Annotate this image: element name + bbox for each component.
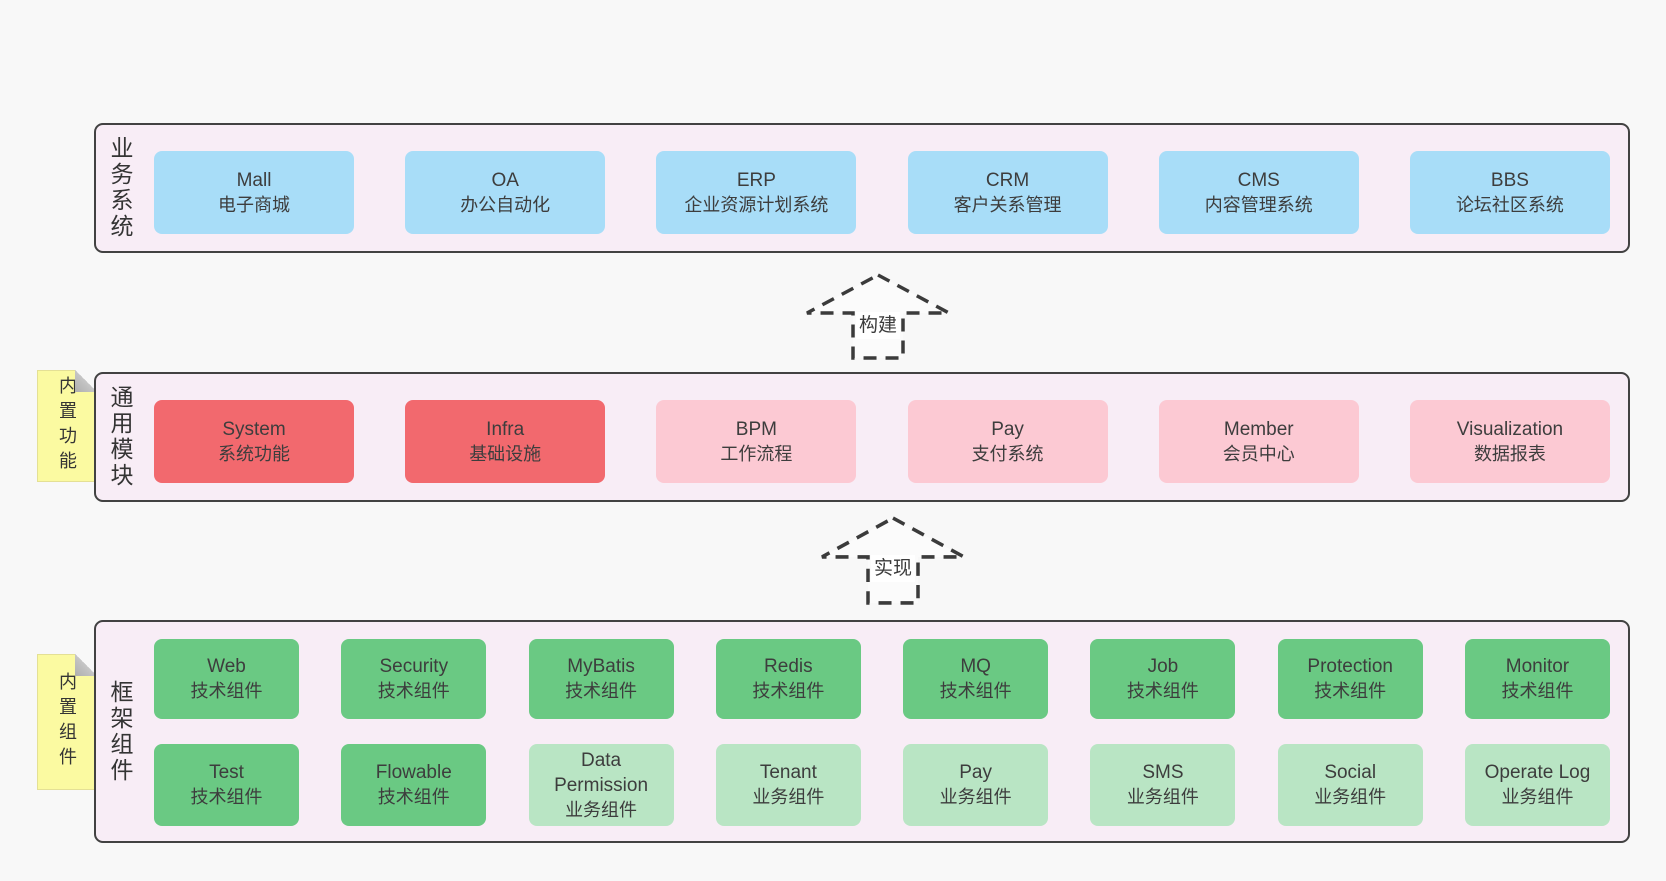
box-mall: Mall 电子商城	[154, 151, 354, 234]
box-subtitle: 技术组件	[565, 681, 638, 701]
box-title: MyBatis	[567, 656, 635, 677]
box-title: Flowable	[375, 762, 452, 783]
box-title: ERP	[736, 169, 776, 191]
box-title: Member	[1223, 418, 1294, 440]
layer-business-systems: 业务系统 Mall 电子商城 OA 办公自动化 ERP 企业资源计划系统 CRM…	[94, 123, 1630, 253]
box-tenant: Tenant 业务组件	[715, 744, 861, 826]
box-subtitle: 技术组件	[377, 681, 450, 701]
box-job: Job 技术组件	[1090, 639, 1236, 719]
box-title: Job	[1147, 656, 1179, 677]
box-redis: Redis 技术组件	[715, 639, 861, 719]
box-operate-log: Operate Log 业务组件	[1464, 744, 1610, 826]
box-cms: CMS 内容管理系统	[1158, 151, 1359, 234]
layer-side-label: 业务系统	[107, 136, 133, 240]
box-subtitle: 客户关系管理	[953, 194, 1062, 215]
box-subtitle: 论坛社区系统	[1455, 194, 1564, 215]
box-monitor: Monitor 技术组件	[1464, 639, 1610, 719]
box-pay-module: Pay 支付系统	[907, 400, 1108, 483]
box-subtitle: 业务组件	[752, 787, 825, 807]
box-title: Mall	[236, 169, 272, 191]
box-subtitle: 办公自动化	[460, 194, 551, 215]
box-social: Social 业务组件	[1277, 744, 1423, 826]
box-title: Protection	[1307, 656, 1393, 677]
box-subtitle: 系统功能	[218, 443, 290, 464]
box-title: Data Permission	[554, 749, 649, 796]
box-mq: MQ 技术组件	[903, 639, 1049, 719]
box-pay-component: Pay 业务组件	[903, 744, 1049, 826]
box-subtitle: 技术组件	[1314, 681, 1387, 701]
box-data-permission: Data Permission 业务组件	[528, 744, 674, 826]
box-title: Redis	[764, 656, 813, 677]
box-mybatis: MyBatis 技术组件	[528, 639, 674, 719]
box-bbs: BBS 论坛社区系统	[1409, 151, 1610, 234]
box-title: Web	[207, 656, 246, 677]
box-title: System	[222, 418, 286, 440]
sticky-note-builtin-features: 内置功能	[37, 370, 97, 482]
box-subtitle: 技术组件	[190, 681, 263, 701]
box-title: CMS	[1237, 169, 1280, 191]
box-protection: Protection 技术组件	[1277, 639, 1423, 719]
box-bpm: BPM 工作流程	[656, 400, 857, 483]
sticky-note-label: 内置功能	[57, 376, 77, 476]
box-subtitle: 数据报表	[1473, 443, 1546, 464]
box-title: Visualization	[1456, 418, 1564, 440]
box-title: Security	[379, 656, 449, 677]
layer-side-label: 通用模块	[107, 385, 133, 489]
box-title: BPM	[735, 418, 777, 440]
box-title: Test	[209, 762, 244, 783]
box-subtitle: 技术组件	[752, 681, 825, 701]
sticky-note-builtin-components: 内置组件	[37, 654, 97, 790]
box-sms: SMS 业务组件	[1090, 744, 1236, 826]
box-subtitle: 业务组件	[565, 799, 638, 820]
box-subtitle: 技术组件	[939, 681, 1012, 701]
box-title: BBS	[1490, 169, 1529, 191]
box-subtitle: 技术组件	[377, 787, 450, 807]
box-title: MQ	[960, 656, 991, 677]
box-title: CRM	[985, 169, 1030, 191]
arrow-implement: 实现	[818, 514, 968, 606]
box-test: Test 技术组件	[154, 744, 299, 826]
box-title: OA	[491, 169, 519, 191]
layer-common-modules: 通用模块 System 系统功能 Infra 基础设施 BPM 工作流程 Pay…	[94, 372, 1630, 502]
box-member: Member 会员中心	[1158, 400, 1359, 483]
box-subtitle: 业务组件	[1126, 787, 1199, 807]
box-title: Social	[1324, 762, 1377, 783]
arrow-build: 构建	[803, 271, 953, 361]
box-web: Web 技术组件	[154, 639, 299, 719]
box-subtitle: 工作流程	[720, 443, 793, 464]
box-flowable: Flowable 技术组件	[341, 744, 487, 826]
box-system: System 系统功能	[154, 400, 354, 483]
box-subtitle: 企业资源计划系统	[684, 194, 829, 215]
box-subtitle: 内容管理系统	[1204, 194, 1313, 215]
box-subtitle: 会员中心	[1222, 443, 1295, 464]
box-crm: CRM 客户关系管理	[907, 151, 1108, 234]
box-security: Security 技术组件	[341, 639, 487, 719]
box-title: Tenant	[759, 762, 817, 783]
box-erp: ERP 企业资源计划系统	[656, 151, 857, 234]
box-infra: Infra 基础设施	[405, 400, 606, 483]
layer-framework-components: 框架组件 Web 技术组件 Security 技术组件 MyBatis 技术组件…	[94, 620, 1630, 843]
box-subtitle: 业务组件	[939, 787, 1012, 807]
arrow-build-label: 构建	[855, 312, 901, 339]
sticky-note-label: 内置组件	[57, 672, 77, 772]
box-title: Operate Log	[1484, 762, 1591, 783]
arrow-implement-label: 实现	[870, 555, 916, 582]
box-subtitle: 技术组件	[190, 787, 263, 807]
box-title: Pay	[959, 762, 992, 783]
box-subtitle: 技术组件	[1501, 681, 1574, 701]
box-title: SMS	[1142, 762, 1184, 783]
box-subtitle: 技术组件	[1126, 681, 1199, 701]
layer-side-label: 框架组件	[107, 679, 133, 784]
box-visualization: Visualization 数据报表	[1409, 400, 1610, 483]
box-subtitle: 支付系统	[971, 443, 1044, 464]
box-title: Infra	[486, 418, 525, 440]
box-subtitle: 业务组件	[1501, 787, 1574, 807]
box-title: Monitor	[1505, 656, 1570, 677]
box-subtitle: 电子商城	[218, 194, 290, 215]
box-subtitle: 业务组件	[1314, 787, 1387, 807]
box-subtitle: 基础设施	[469, 443, 542, 464]
box-title: Pay	[991, 418, 1024, 440]
box-oa: OA 办公自动化	[405, 151, 606, 234]
